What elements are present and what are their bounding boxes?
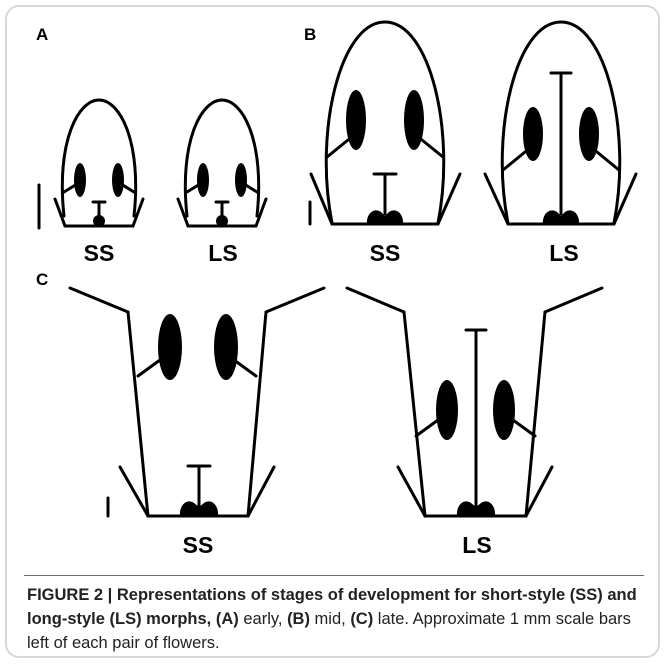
morph-label-a-ls: LS <box>208 240 237 266</box>
flower-c-ls <box>347 288 602 516</box>
flower-a-ls <box>178 100 266 226</box>
morph-label-b-ls: LS <box>549 240 578 266</box>
caption-text-b: mid, <box>310 610 350 628</box>
morph-label-b-ss: SS <box>370 240 401 266</box>
caption-ref-a: (A) <box>216 610 239 628</box>
morph-label-c-ls: LS <box>462 532 491 558</box>
figure-caption: FIGURE 2 | Representations of stages of … <box>27 583 652 655</box>
flower-b-ss <box>311 22 460 224</box>
figure-frame: A B C SS LS SS LS SS LS FIGURE 2 | Repre… <box>5 5 660 658</box>
caption-ref-c: (C) <box>350 610 373 628</box>
flower-a-ss <box>55 100 143 226</box>
morph-label-c-ss: SS <box>183 532 214 558</box>
panel-label-a: A <box>36 25 48 44</box>
caption-divider <box>24 575 644 576</box>
caption-ref-b: (B) <box>287 610 310 628</box>
panel-label-c: C <box>36 270 48 289</box>
morph-label-a-ss: SS <box>84 240 115 266</box>
panel-label-b: B <box>304 25 316 44</box>
flower-morph-diagram: A B C SS LS SS LS SS LS <box>7 7 658 567</box>
flower-c-ss <box>70 288 324 516</box>
caption-text-a: early, <box>239 610 287 628</box>
flower-b-ls <box>485 22 636 224</box>
